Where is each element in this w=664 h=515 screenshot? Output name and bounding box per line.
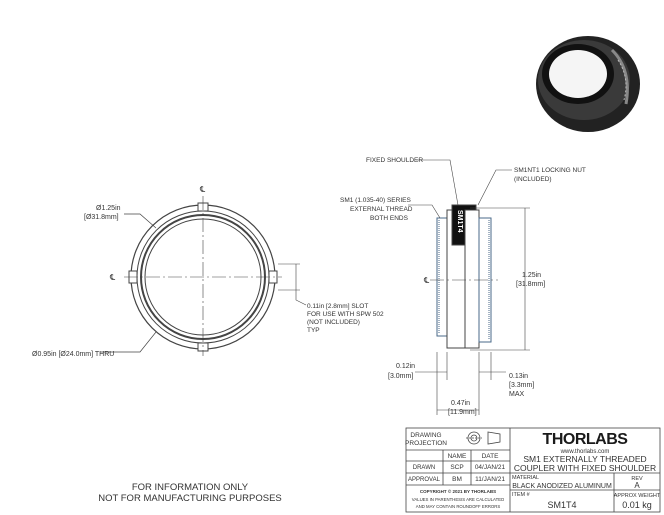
front-centerline-left: ℄ [109, 273, 116, 282]
weight-label: APPROX WEIGHT [614, 493, 661, 499]
front-centerline-top: ℄ [199, 185, 206, 194]
approval-date: 11/JAN/21 [475, 476, 505, 483]
product-render [536, 36, 640, 132]
dim-012-in: 0.12in [396, 363, 415, 370]
dim-047-mm: [11.9mm] [448, 409, 477, 416]
weight-value: 0.01 kg [622, 500, 652, 510]
thorlabs-logo: THORLABS [543, 431, 629, 448]
thread-note-1: SM1 (1.035-40) SERIES [340, 197, 411, 204]
height-dim-in: 1.25in [522, 272, 541, 279]
title-line-1: SM1 EXTERNALLY THREADED [523, 454, 646, 464]
fixed-shoulder-label: FIXED SHOULDER [366, 157, 423, 164]
side-view [408, 159, 530, 415]
dim-012-mm: [3.0mm] [388, 373, 413, 380]
drawn-label: DRAWN [413, 465, 435, 471]
slot-note-3: (NOT INCLUDED) [307, 319, 360, 326]
side-engraving: SM1T4 [456, 210, 463, 233]
side-centerline: ℄ [423, 276, 430, 285]
front-thru-dia: Ø0.95in [Ø24.0mm] THRU [32, 351, 114, 358]
front-outer-dia: Ø1.25in [96, 205, 121, 212]
title-block [405, 427, 661, 513]
rounding-note-1: VALUES IN PARENTHESIS ARE CALCULATED [412, 497, 504, 502]
item-label: ITEM # [512, 492, 531, 498]
thread-note-2: EXTERNAL THREAD [350, 206, 413, 213]
height-dim-mm: [31.8mm] [516, 281, 545, 288]
date-header: DATE [482, 453, 500, 460]
drawn-name: SCP [450, 464, 463, 471]
material-label: MATERIAL [512, 475, 539, 481]
projection-symbol [466, 431, 501, 445]
slot-note-1: 0.11in [2.8mm] SLOT [307, 303, 368, 310]
rounding-note-2: AND MAY CONTAIN ROUNDOFF ERRORS [416, 504, 501, 509]
front-outer-dia-mm: [Ø31.8mm] [84, 214, 119, 221]
rev-value: A [634, 481, 640, 490]
material-value: BLACK ANODIZED ALUMINUM [512, 483, 612, 490]
drawn-date: 04/JAN/21 [475, 464, 506, 471]
projection-label-2: PROJECTION [405, 440, 447, 447]
slot-note-4: TYP [307, 327, 320, 334]
item-value: SM1T4 [547, 500, 576, 510]
slot-note-2: FOR USE WITH SPW 502 [307, 311, 384, 318]
title-line-2: COUPLER WITH FIXED SHOULDER [514, 463, 656, 473]
dim-013-mm: [3.3mm] [509, 382, 534, 389]
dim-013-in: 0.13in [509, 373, 528, 380]
locking-nut-label-1: SM1NT1 LOCKING NUT [514, 167, 586, 174]
locking-nut-label-2: (INCLUDED) [514, 176, 552, 183]
front-view [100, 196, 307, 356]
dim-013-max: MAX [509, 391, 525, 398]
rev-label: REV [631, 476, 643, 482]
name-header: NAME [448, 453, 467, 460]
approval-label: APPROVAL [408, 477, 441, 483]
disclaimer-line-1: FOR INFORMATION ONLY [132, 482, 249, 493]
dim-047-in: 0.47in [451, 400, 470, 407]
thread-note-3: BOTH ENDS [370, 215, 409, 222]
projection-label-1: DRAWING [410, 432, 441, 439]
copyright: COPYRIGHT © 2021 BY THORLABS [420, 488, 496, 494]
disclaimer-line-2: NOT FOR MANUFACTURING PURPOSES [98, 493, 282, 504]
approval-name: BM [452, 476, 462, 483]
website: www.thorlabs.com [560, 449, 610, 455]
